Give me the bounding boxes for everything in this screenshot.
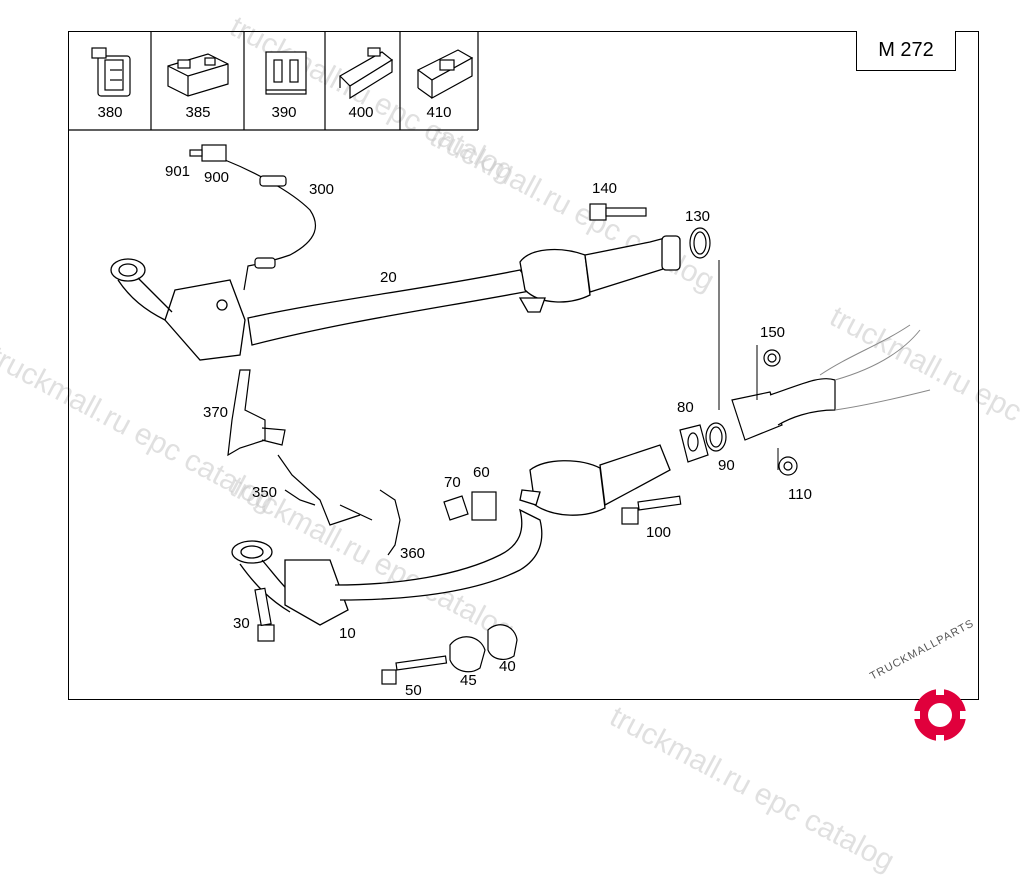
callout-300: 300 [309,181,335,198]
callout-40: 40 [499,658,516,675]
callout-20: 20 [380,269,397,286]
callout-901: 901 [165,163,191,180]
thumb-label-410: 410 [426,104,452,121]
bracket-410-icon [416,49,474,100]
callout-130: 130 [685,208,711,225]
exhaust-diagram: truckmall.ru epc catalog truckmall.ru ep… [0,10,1024,878]
thumb-label-380: 380 [97,104,123,121]
brackets-drawing [227,369,401,556]
callout-100: 100 [646,524,672,541]
thumb-label-400: 400 [348,104,374,121]
clamp-rings-drawing [679,227,836,476]
bracket-385-icon [167,53,229,97]
diagram-frame [68,31,979,700]
callout-45: 45 [460,672,477,689]
thumb-label-390: 390 [271,104,297,121]
callout-50: 50 [405,682,422,699]
leader-lines [718,260,779,470]
callout-80: 80 [677,399,694,416]
callout-360: 360 [400,545,426,562]
truckmall-logo-icon [910,685,968,743]
callout-140: 140 [592,180,618,197]
holder-400-icon [339,47,394,100]
callout-150: 150 [760,324,786,341]
callout-900: 900 [204,169,230,186]
front-pipe-10-drawing [231,444,671,626]
diagram-drawing [68,31,931,685]
callout-70: 70 [444,474,461,491]
model-label: M 272 [856,31,956,71]
callout-10: 10 [339,625,356,642]
front-pipe-20-drawing [110,235,681,361]
callout-30: 30 [233,615,250,632]
callout-60: 60 [473,464,490,481]
tail-pipes-drawing [819,324,931,411]
callout-350: 350 [252,484,278,501]
callout-90: 90 [718,457,735,474]
callout-110: 110 [788,486,812,503]
bolts-drawing [254,203,682,685]
clip-390-icon [265,51,307,95]
thumb-label-385: 385 [185,104,211,121]
callout-370: 370 [203,404,229,421]
clamp-380-icon [91,47,131,97]
oxygen-sensor-300-drawing [189,144,317,291]
